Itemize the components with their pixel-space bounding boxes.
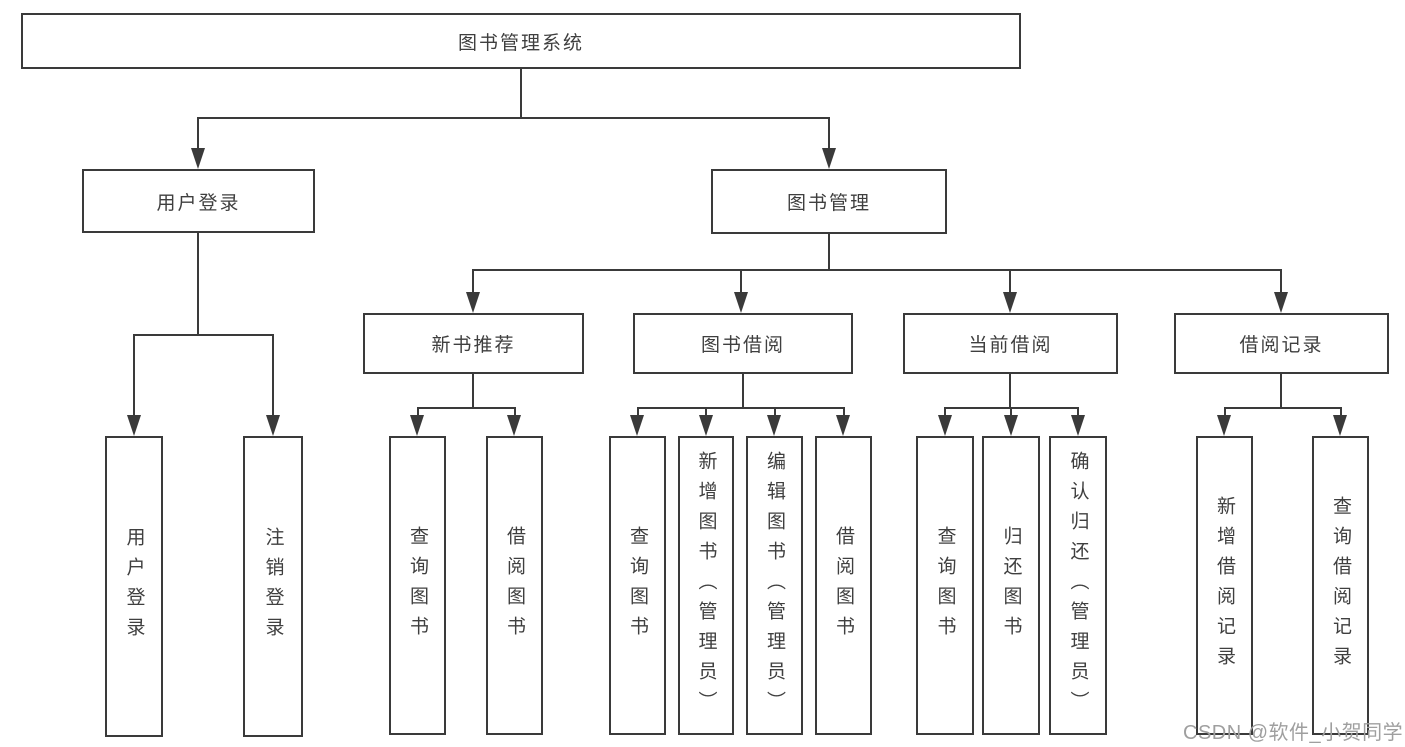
connector-line [828,117,830,149]
connector-line [520,69,522,119]
arrow-down-icon [127,415,141,436]
connector-line [1340,407,1342,416]
connector-line [843,407,845,416]
connector-line [637,407,845,409]
connector-line [1009,374,1011,409]
connector-line [417,407,516,409]
leaf-query-books-recommend: 查询图书 [389,436,446,735]
leaf-user-login: 用户登录 [105,436,163,737]
connector-line [197,117,830,119]
connector-line [742,374,744,409]
leaf-query-books-borrowing: 查询图书 [609,436,666,735]
connector-line [1280,269,1282,293]
leaf-query-borrow-record: 查询借阅记录 [1312,436,1369,735]
arrow-down-icon [466,292,480,313]
connector-line [1224,407,1341,409]
connector-line [740,269,742,293]
arrow-down-icon [191,148,205,169]
arrow-down-icon [1333,415,1347,436]
leaf-add-books-admin: 新增图书（管理员） [678,436,734,735]
arrow-down-icon [1003,292,1017,313]
connector-line [1010,407,1012,416]
arrow-down-icon [822,148,836,169]
connector-line [133,334,274,336]
node-root-library-management-system: 图书管理系统 [21,13,1021,69]
connector-line [133,334,135,416]
connector-line [472,269,1282,271]
arrow-down-icon [630,415,644,436]
arrow-down-icon [836,415,850,436]
connector-line [514,407,516,416]
connector-line [1280,374,1282,409]
connector-line [472,374,474,409]
arrow-down-icon [1004,415,1018,436]
connector-line [472,269,474,293]
arrow-down-icon [266,415,280,436]
connector-line [705,407,707,416]
connector-line [197,233,199,336]
connector-line [417,407,419,416]
leaf-edit-books-admin: 编辑图书（管理员） [746,436,803,735]
connector-line [944,407,946,416]
arrow-down-icon [1071,415,1085,436]
leaf-query-books-current: 查询图书 [916,436,974,735]
leaf-logout-login: 注销登录 [243,436,303,737]
arrow-down-icon [507,415,521,436]
arrow-down-icon [938,415,952,436]
leaf-return-books: 归还图书 [982,436,1040,735]
leaf-borrow-books-borrowing: 借阅图书 [815,436,872,735]
node-new-book-recommendation: 新书推荐 [363,313,584,374]
csdn-watermark: CSDN @软件_小贺同学 [1183,722,1404,744]
connector-line [637,407,639,416]
connector-line [828,234,830,271]
arrow-down-icon [767,415,781,436]
node-book-management: 图书管理 [711,169,947,234]
connector-line [1009,269,1011,293]
arrow-down-icon [1274,292,1288,313]
node-book-borrowing: 图书借阅 [633,313,853,374]
leaf-add-borrow-record: 新增借阅记录 [1196,436,1253,735]
node-user-login: 用户登录 [82,169,315,233]
arrow-down-icon [734,292,748,313]
arrow-down-icon [410,415,424,436]
node-current-borrowing: 当前借阅 [903,313,1118,374]
connector-line [1077,407,1079,416]
connector-line [774,407,776,416]
arrow-down-icon [699,415,713,436]
connector-line [197,117,199,149]
arrow-down-icon [1217,415,1231,436]
node-borrowing-records: 借阅记录 [1174,313,1389,374]
leaf-confirm-return-admin: 确认归还（管理员） [1049,436,1107,735]
leaf-borrow-books-recommend: 借阅图书 [486,436,543,735]
connector-line [1224,407,1226,416]
connector-line [272,334,274,416]
